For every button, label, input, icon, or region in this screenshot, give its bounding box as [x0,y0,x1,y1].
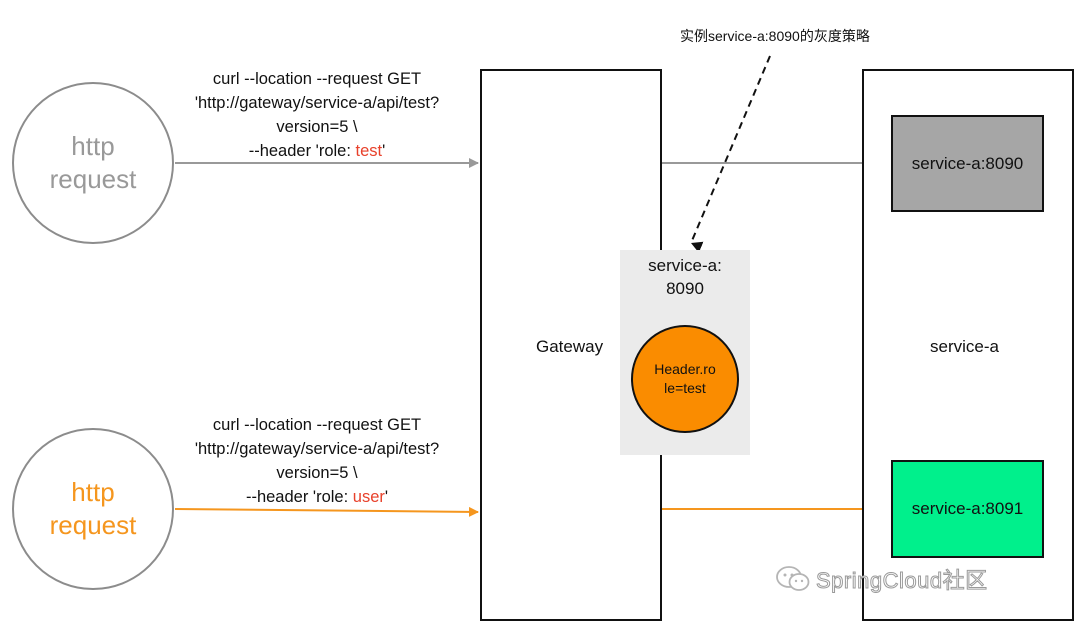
gray-policy-panel: service-a: 8090 Header.ro le=test [620,250,750,455]
http-request-test-circle: http request [12,82,174,244]
circle-label-line1: http [71,131,115,161]
watermark: SpringCloud社区 [776,563,988,595]
curl-header-suffix: ' [382,142,386,160]
policy-rule-circle: Header.ro le=test [631,325,739,433]
policy-title-line1: service-a: [648,256,722,275]
service-a-label: service-a [930,337,999,356]
user-request-arrow [174,506,479,517]
policy-note-arrow [690,55,771,253]
wechat-icon [776,566,810,591]
policy-rule-line2: le=test [664,380,706,396]
curl-command-user: curl --location --request GET 'http://ga… [137,413,497,509]
curl-line: version=5 \ [276,118,358,136]
curl-command-test: curl --location --request GET 'http://ga… [137,67,497,163]
policy-note: 实例service-a:8090的灰度策略 [680,28,870,44]
policy-title-line2: 8090 [666,279,704,298]
role-value-test: test [355,142,383,160]
curl-header-line: --header 'role: test' [137,139,497,163]
watermark-text: SpringCloud社区 [816,568,988,594]
circle-label-line1: http [71,477,115,507]
http-request-user-circle: http request [12,428,174,590]
curl-header-suffix: ' [384,488,389,506]
curl-header-line: --header 'role: user' [137,485,497,509]
role-value-user: user [352,488,385,506]
curl-line: 'http://gateway/service-a/api/test? [194,94,440,112]
circle-label-line2: request [49,164,137,194]
gateway-label: Gateway [536,337,604,356]
policy-title: service-a: 8090 [620,254,750,300]
instance-8090: service-a:8090 [891,115,1044,212]
curl-line: curl --location --request GET [212,70,422,88]
curl-line: 'http://gateway/service-a/api/test? [194,440,440,458]
curl-line: curl --location --request GET [212,416,422,434]
curl-header-prefix: --header 'role: [248,142,356,160]
curl-header-prefix: --header 'role: [245,488,353,506]
curl-line: version=5 \ [276,464,358,482]
circle-label-line2: request [49,510,137,540]
instance-8091: service-a:8091 [891,460,1044,558]
policy-rule-line1: Header.ro [654,361,716,377]
